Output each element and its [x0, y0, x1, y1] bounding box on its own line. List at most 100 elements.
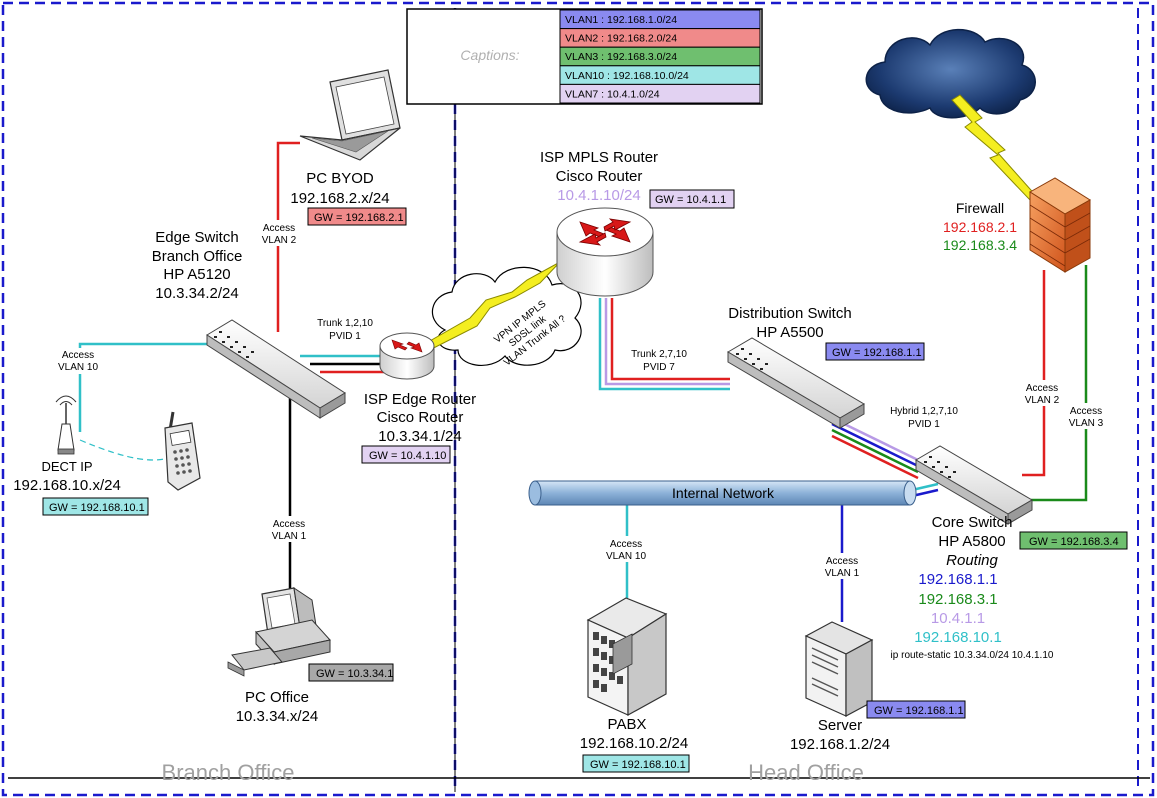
firewall-ip-vlan2: 192.168.2.1	[943, 219, 1017, 235]
link-mpls-dist-lilac	[604, 298, 730, 386]
distribution-switch: Distribution Switch HP A5500 GW = 192.16…	[727, 305, 925, 429]
edge-router-line1: ISP Edge Router	[364, 391, 476, 408]
pc-byod-gw: GW = 192.168.2.1	[314, 212, 404, 224]
core-switch-gw: GW = 192.168.3.4	[1029, 536, 1119, 548]
core-switch-gw-box	[1019, 531, 1128, 550]
mpls-router-line1: ISP MPLS Router	[540, 149, 658, 166]
pabx-ip: 192.168.10.2/24	[580, 735, 688, 752]
mpls-router-line2: Cisco Router	[556, 168, 643, 185]
edge-router-gw: GW = 10.4.1.10	[369, 450, 446, 462]
pc-screen	[266, 593, 296, 629]
dect-link-label-1: Access	[62, 350, 94, 361]
dist-switch-gw: GW = 192.168.1.1	[832, 347, 922, 359]
mpls-router-arrows-icon	[578, 218, 632, 246]
link-mpls-dist-cyan	[598, 298, 730, 391]
dist-trunk-label-1: Trunk 2,7,10	[631, 349, 687, 360]
vpn-lightning-icon	[399, 261, 561, 363]
fw-v2-label-2: VLAN 2	[1025, 395, 1060, 406]
pc-byod-gw-box	[307, 207, 407, 226]
server-name: Server	[818, 717, 862, 734]
link-dist-core-red	[831, 434, 919, 480]
pabx-name: PABX	[608, 716, 647, 733]
fw-v3-label-2: VLAN 3	[1069, 418, 1104, 429]
byod-link-label-2: VLAN 2	[262, 235, 297, 246]
firewall-name: Firewall	[956, 200, 1004, 216]
internal-network: Internal Network	[528, 480, 917, 506]
edge-router-ip: 10.3.34.1/24	[378, 428, 461, 445]
hybrid-label-1: Hybrid 1,2,7,10	[890, 406, 958, 417]
link-dect-wireless	[79, 439, 176, 461]
dect-signal-icon	[59, 401, 73, 406]
dect-gw: GW = 192.168.10.1	[49, 502, 145, 514]
link-core-fw-red	[1022, 270, 1046, 477]
core-switch-ip-vlan3: 192.168.3.1	[918, 591, 997, 608]
internal-network-label: Internal Network	[672, 485, 775, 501]
dist-switch-gw-box	[825, 342, 925, 361]
pc-office-gw-box	[308, 663, 394, 682]
core-switch-line2: HP A5800	[938, 533, 1005, 550]
hybrid-label-2: PVID 1	[908, 419, 940, 430]
pc-office-device: PC Office 10.3.34.x/24 GW = 10.3.34.1	[227, 586, 394, 725]
isp-mpls-router: ISP MPLS Router Cisco Router 10.4.1.10/2…	[540, 149, 735, 297]
dist-switch-line2: HP A5500	[756, 324, 823, 341]
core-switch-ip-vlan1: 192.168.1.1	[918, 571, 997, 588]
edge-trunk-label-2: PVID 1	[329, 331, 361, 342]
link-labels: Access VLAN 2 Access VLAN 10 Access VLAN…	[52, 220, 1112, 579]
link-dist-core-lilac	[831, 416, 919, 462]
core-switch-ip-vlan7: 10.4.1.1	[931, 610, 985, 627]
core-switch-ip-vlan10: 192.168.10.1	[914, 629, 1002, 646]
dect-gw-box	[42, 497, 149, 516]
dect-base-icon	[57, 423, 75, 451]
pabx-gw: GW = 192.168.10.1	[590, 759, 686, 771]
byod-link-label-1: Access	[263, 223, 295, 234]
dist-switch-line1: Distribution Switch	[728, 305, 851, 322]
links	[78, 141, 1088, 622]
link-core-fw-green	[1030, 265, 1088, 502]
edge-router-arrows-icon	[391, 339, 423, 353]
pc-byod-ip: 192.168.2.x/24	[290, 190, 389, 207]
edge-switch-ip: 10.3.34.2/24	[155, 285, 238, 302]
server-drives-icon	[811, 647, 839, 697]
edge-router-gw-box	[361, 445, 451, 464]
mpls-router-gw: GW = 10.4.1.1	[655, 194, 726, 206]
legend-label: VLAN2 : 192.168.2.0/24	[565, 33, 677, 45]
legend-label: VLAN1 : 192.168.1.0/24	[565, 14, 677, 26]
pc-office-ip: 10.3.34.x/24	[236, 708, 319, 725]
firewall-bricks-icon	[1029, 204, 1091, 267]
dect-name: DECT IP	[41, 459, 92, 474]
captions-title: Captions:	[460, 47, 519, 63]
firewall-ip-vlan3: 192.168.3.4	[943, 237, 1017, 253]
isp-edge-router: ISP Edge Router Cisco Router 10.3.34.1/2…	[361, 332, 476, 464]
server-gw-box	[866, 700, 966, 719]
pabx-gw-box	[582, 754, 690, 773]
pc-byod-name: PC BYOD	[306, 170, 374, 187]
pabx-link-label-2: VLAN 10	[606, 551, 646, 562]
link-dist-core-blue	[831, 422, 919, 468]
fw-v2-label-1: Access	[1026, 383, 1058, 394]
edge-switch-side	[319, 392, 346, 419]
laptop-keys-icon	[311, 130, 389, 153]
legend-swatch	[559, 83, 761, 104]
pc-office-name: PC Office	[245, 689, 309, 706]
office-link-label-2: VLAN 1	[272, 531, 307, 542]
link-dect-edge	[78, 342, 210, 432]
core-switch: Core Switch HP A5800 Routing 192.168.1.1…	[891, 445, 1128, 661]
fw-v3-label-1: Access	[1070, 406, 1102, 417]
dist-switch-side	[839, 403, 865, 429]
link-core-net-cyan	[911, 482, 939, 492]
legend-label: VLAN10 : 192.168.10.0/24	[565, 70, 689, 82]
vpn-cloud: VPN IP MPLS SDSL link VLAN Trunk All ?	[399, 261, 582, 369]
dist-trunk-label-2: PVID 7	[643, 362, 675, 373]
vpn-cloud-shape	[431, 266, 582, 366]
core-switch-ports-icon	[924, 456, 956, 478]
office-link-label-1: Access	[273, 519, 305, 530]
link-mpls-dist-red	[610, 298, 730, 381]
pc-office-gw: GW = 10.3.34.1	[316, 668, 393, 680]
legend-label: VLAN3 : 192.168.3.0/24	[565, 51, 677, 63]
dect-link-label-2: VLAN 10	[58, 362, 98, 373]
